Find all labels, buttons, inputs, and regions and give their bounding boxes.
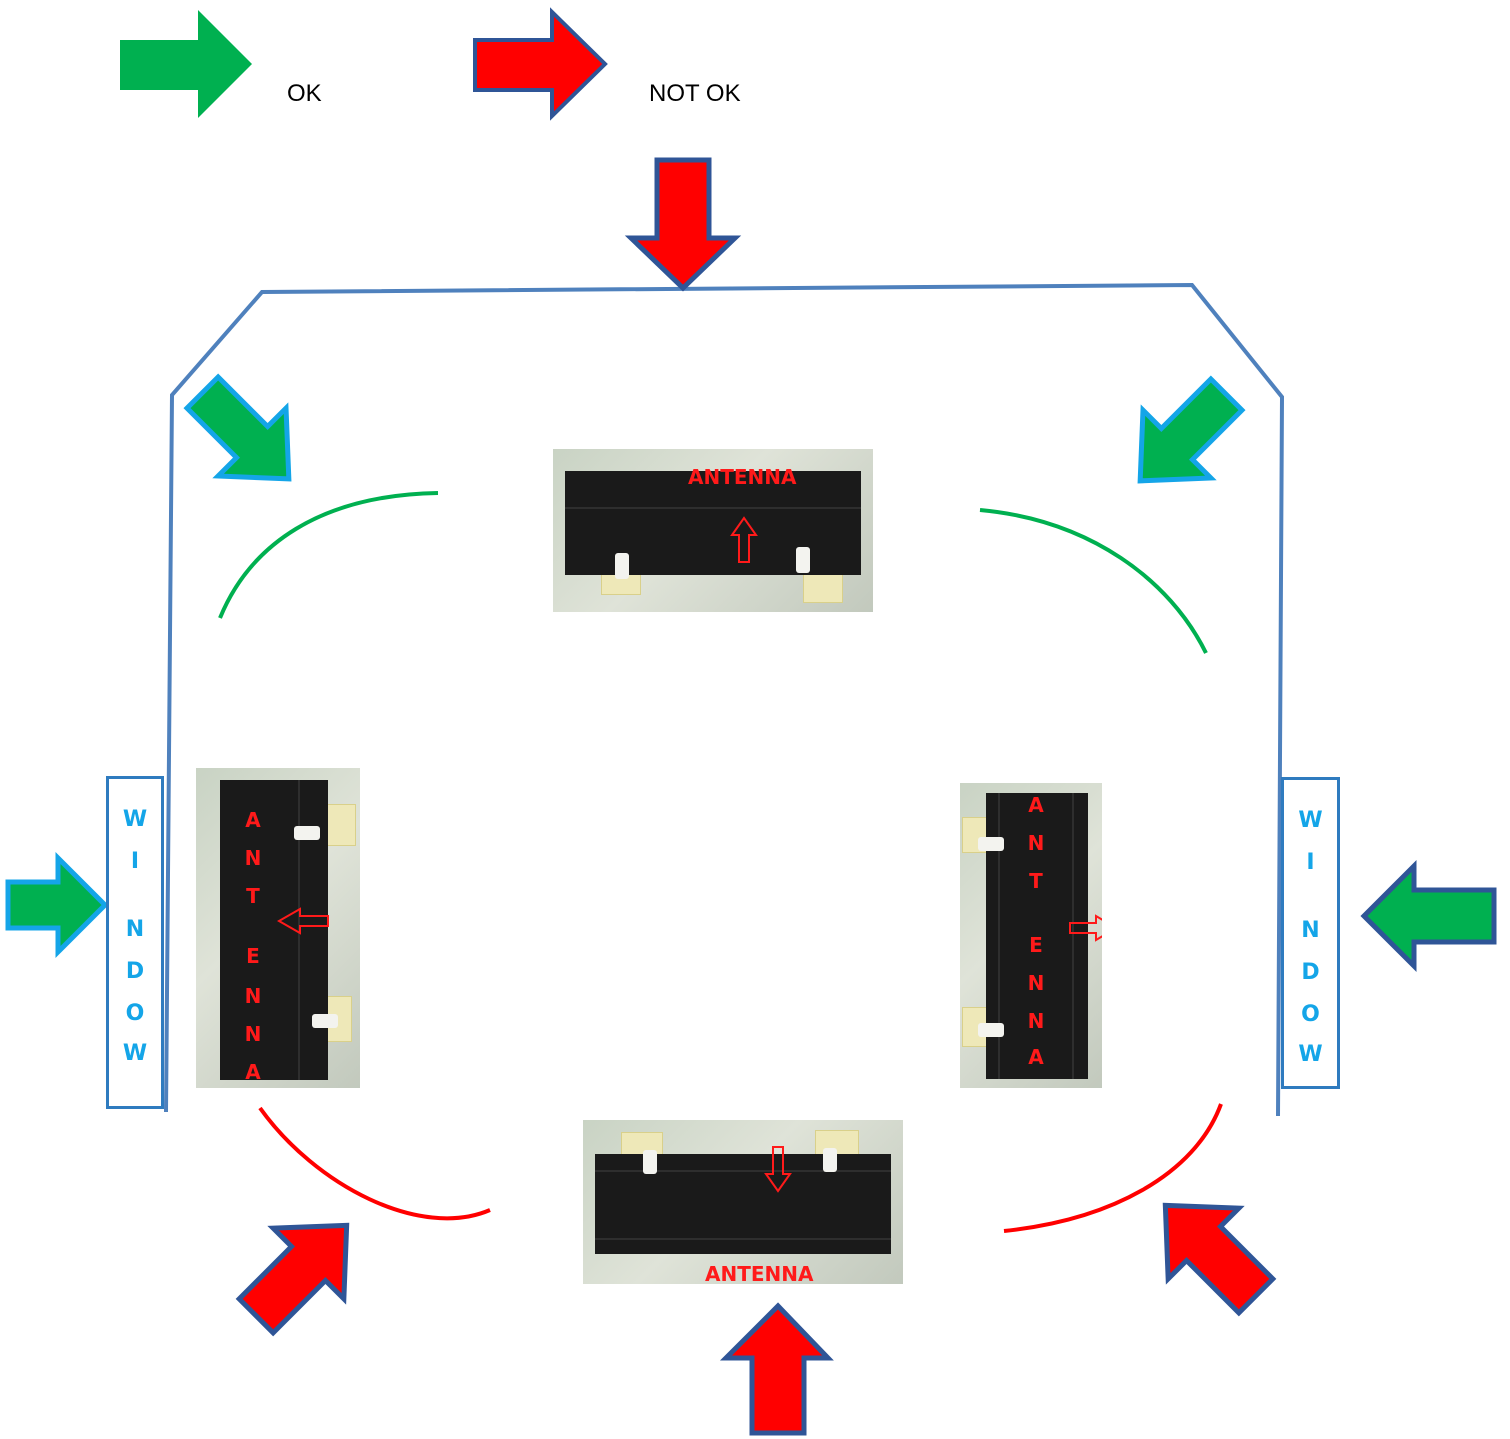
cable-tie — [796, 547, 810, 573]
antenna-right-letter: E — [1029, 933, 1043, 957]
antenna-label-left: A N T E N N A — [236, 768, 270, 1088]
legend-not-ok-arrow — [473, 7, 608, 121]
legend-ok-arrow — [120, 10, 252, 118]
window-left-letters: W I N D O W — [109, 779, 161, 1106]
window-left-letter: N — [125, 917, 145, 942]
window-right-letter: O — [1301, 1002, 1320, 1027]
window-right-letters: W I N D O W — [1284, 780, 1337, 1086]
device-seam — [595, 1238, 891, 1240]
ok-arrow-right — [1360, 859, 1497, 973]
not-ok-arrow-bottom-right — [1162, 1202, 1277, 1317]
ok-arc-top-left — [218, 491, 439, 619]
device-seam — [565, 507, 861, 509]
antenna-label-right: A N T E N N A — [1020, 783, 1052, 1088]
device-seam — [595, 1170, 891, 1172]
direction-arrow-up-icon — [730, 516, 758, 563]
ok-arrow-left — [5, 851, 109, 959]
cable-tie — [643, 1150, 657, 1174]
antenna-device — [595, 1154, 891, 1254]
window-left-letter: W — [122, 807, 148, 832]
antenna-device — [565, 471, 861, 575]
antenna-right-letter: A — [1028, 1045, 1044, 1069]
antenna-left-letter: N — [244, 1022, 262, 1046]
window-left: W I N D O W — [106, 776, 164, 1109]
antenna-left-letter: E — [246, 944, 260, 968]
window-left-letter: I — [130, 849, 140, 874]
window-right-letter: W — [1298, 808, 1323, 833]
antenna-right-letter: A — [1028, 793, 1044, 817]
antenna-photo-top: ANTENNA — [553, 449, 873, 612]
direction-arrow-left-icon — [276, 907, 329, 935]
antenna-photo-left: A N T E N N A — [196, 768, 360, 1088]
cable-tie — [615, 553, 629, 579]
ok-arrow-top-right — [1137, 375, 1246, 484]
window-right-letter: I — [1306, 850, 1315, 875]
legend-not-ok-label: NOT OK — [649, 80, 741, 107]
cable-tie — [823, 1148, 837, 1172]
window-left-letter: O — [125, 1001, 145, 1026]
cable-tie — [978, 837, 1004, 851]
antenna-photo-bottom: ANTENNA — [583, 1120, 903, 1284]
ok-arc-top-right — [979, 508, 1208, 654]
ok-arrow-top-left — [183, 373, 292, 482]
cable-tie — [312, 1014, 338, 1028]
window-right-letter: N — [1301, 918, 1320, 943]
direction-arrow-right-icon — [1069, 914, 1102, 942]
window-right: W I N D O W — [1281, 777, 1340, 1089]
antenna-right-letter: N — [1027, 831, 1045, 855]
window-left-letter: W — [122, 1041, 148, 1066]
device-seam — [998, 793, 1000, 1079]
antenna-right-letter: T — [1029, 869, 1043, 893]
antenna-left-letter: A — [245, 808, 261, 832]
device-seam — [1072, 793, 1074, 1079]
antenna-left-letter: N — [244, 846, 262, 870]
antenna-right-letter: N — [1027, 971, 1045, 995]
not-ok-arrow-bottom-left — [235, 1222, 350, 1337]
cable-tie — [294, 826, 320, 840]
window-right-letter: W — [1298, 1042, 1323, 1067]
antenna-photo-right: A N T E N N A — [960, 783, 1102, 1088]
legend-ok-label: OK — [287, 80, 322, 107]
antenna-left-letter: N — [244, 984, 262, 1008]
window-left-letter: D — [125, 959, 145, 984]
antenna-label-bottom: ANTENNA — [705, 1262, 814, 1284]
direction-arrow-down-icon — [764, 1146, 792, 1193]
antenna-label-top: ANTENNA — [688, 465, 797, 489]
not-ok-arc-bottom-left — [258, 1106, 491, 1221]
antenna-left-letter: T — [246, 884, 260, 908]
room-wall-outline — [164, 282, 1285, 1117]
antenna-right-letter: N — [1027, 1009, 1045, 1033]
not-ok-arc-bottom-right — [1003, 1103, 1223, 1233]
antenna-left-letter: A — [245, 1060, 261, 1084]
window-right-letter: D — [1301, 960, 1320, 985]
cable-tie — [978, 1023, 1004, 1037]
not-ok-arrow-bottom — [719, 1302, 834, 1436]
not-ok-arrow-top — [624, 157, 742, 292]
